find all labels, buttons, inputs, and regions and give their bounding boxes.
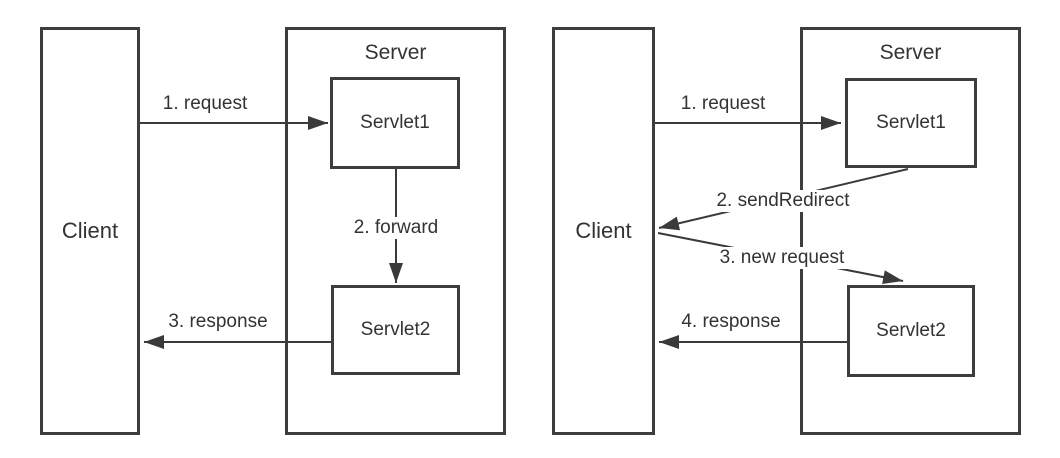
right-client-label: Client: [575, 218, 632, 243]
right-servlet2-box: Servlet2: [847, 285, 975, 377]
right-server-label: Server: [879, 41, 942, 64]
right-send-redirect-label: 2. sendRedirect: [712, 190, 854, 212]
left-client-label: Client: [61, 218, 119, 243]
left-servlet2-box: Servlet2: [331, 285, 460, 375]
right-request-label: 1. request: [676, 93, 770, 115]
left-response-label: 3. response: [164, 311, 272, 333]
right-servlet2-label: Servlet2: [876, 320, 946, 341]
right-client-box: Client: [552, 27, 655, 435]
left-server-label: Server: [364, 41, 427, 64]
right-response-label: 4. response: [677, 311, 785, 333]
left-server-box: Server: [285, 27, 506, 435]
left-request-label: 1. request: [158, 93, 252, 115]
left-forward-label: 2. forward: [349, 217, 443, 239]
left-servlet1-box: Servlet1: [330, 77, 460, 169]
left-servlet2-label: Servlet2: [360, 319, 431, 340]
right-server-box: Server: [800, 27, 1021, 435]
right-servlet1-box: Servlet1: [845, 78, 977, 168]
right-new-request-label: 3. new request: [715, 247, 849, 269]
left-servlet1-label: Servlet1: [360, 112, 430, 133]
right-servlet1-label: Servlet1: [876, 112, 946, 133]
left-client-box: Client: [40, 27, 140, 435]
